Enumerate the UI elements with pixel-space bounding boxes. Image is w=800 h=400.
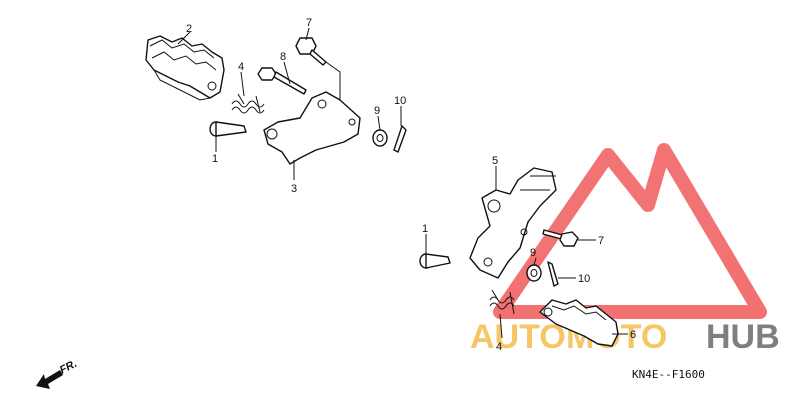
- callout-8-left: 8: [280, 51, 286, 63]
- washer-9-right: [526, 264, 542, 282]
- callout-4-right: 4: [496, 341, 502, 353]
- cotter-pin-10-left: [393, 125, 407, 153]
- callout-7-left: 7: [306, 17, 312, 29]
- spring-left: [231, 93, 265, 114]
- cotter-pin-10-right: [547, 261, 559, 287]
- bolt-8-left: [257, 67, 307, 95]
- callout-10-right: 10: [578, 273, 590, 285]
- bracket-right: [469, 167, 557, 279]
- bracket-left: [263, 61, 361, 165]
- callout-lines-right: [425, 166, 628, 339]
- callout-2-left: 2: [186, 23, 192, 35]
- pin-1-left: [209, 121, 247, 137]
- callout-5-right: 5: [492, 155, 498, 167]
- footpeg-left: [145, 35, 225, 101]
- callout-1-left: 1: [212, 153, 218, 165]
- callout-3-left: 3: [291, 183, 297, 195]
- front-direction-arrow: FR.: [36, 358, 79, 389]
- callout-4-left: 4: [238, 61, 244, 73]
- pin-1-right: [419, 253, 451, 269]
- arrow-icon: [36, 370, 63, 389]
- front-direction-label: FR.: [58, 358, 79, 377]
- callout-1-right: 1: [422, 223, 428, 235]
- callout-10-left: 10: [394, 95, 406, 107]
- callout-9-left: 9: [374, 105, 380, 117]
- watermark-triangle: [493, 143, 767, 319]
- washer-9-left: [372, 129, 388, 147]
- callout-6-right: 6: [630, 329, 636, 341]
- spring-right: [489, 289, 515, 315]
- callout-9-right: 9: [530, 247, 536, 259]
- bolt-7-left: [295, 37, 327, 66]
- callout-lines-left: [177, 27, 402, 180]
- watermark-auto: AUTO: [470, 318, 566, 356]
- diagram-code: KN4E--F1600: [632, 368, 705, 381]
- bolt-7-right: [542, 229, 579, 247]
- callout-7-right: 7: [598, 235, 604, 247]
- watermark-hub: HUB: [706, 318, 780, 356]
- footpeg-right: [539, 299, 619, 347]
